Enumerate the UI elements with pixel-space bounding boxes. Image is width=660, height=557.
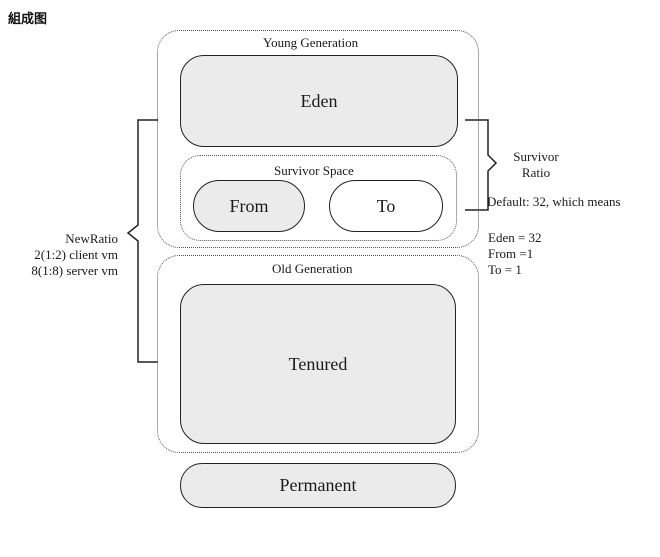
tenured-label: Tenured <box>288 353 348 374</box>
old-generation-region <box>157 255 479 453</box>
survivor-ratio-title: Survivor Ratio <box>508 149 564 181</box>
survivor-ratio-default: Default: 32, which means <box>487 194 621 209</box>
permanent-label: Permanent <box>279 475 357 495</box>
survivor-space-region <box>180 155 457 241</box>
old-generation-label: Old Generation <box>272 261 353 276</box>
young-generation-region <box>157 30 479 248</box>
new-ratio-client: 2(1:2) client vm <box>34 247 118 262</box>
survivor-ratio-from: From =1 <box>488 246 534 261</box>
permanent-box: Permanent <box>180 463 456 508</box>
new-ratio-brace <box>126 119 158 363</box>
survivor-ratio-line1: Survivor <box>513 149 559 164</box>
from-label: From <box>229 195 269 216</box>
young-generation-label: Young Generation <box>263 35 359 50</box>
eden-box: Eden <box>180 55 458 147</box>
eden-label: Eden <box>300 90 338 111</box>
from-box: From <box>193 180 305 232</box>
survivor-ratio-to: To = 1 <box>488 262 522 277</box>
tenured-box: Tenured <box>180 284 456 444</box>
survivor-ratio-values: Eden = 32 From =1 To = 1 <box>488 230 542 278</box>
new-ratio-title: NewRatio <box>65 231 118 246</box>
survivor-ratio-line2: Ratio <box>521 165 551 180</box>
to-label: To <box>376 195 396 216</box>
new-ratio-note: NewRatio 2(1:2) client vm 8(1:8) server … <box>31 231 118 279</box>
to-box: To <box>329 180 443 232</box>
survivor-ratio-eden: Eden = 32 <box>488 230 542 245</box>
survivor-space-label: Survivor Space <box>274 163 354 178</box>
diagram-caption: 組成图 <box>8 12 48 27</box>
survivor-ratio-brace <box>465 119 498 211</box>
new-ratio-server: 8(1:8) server vm <box>31 263 118 278</box>
